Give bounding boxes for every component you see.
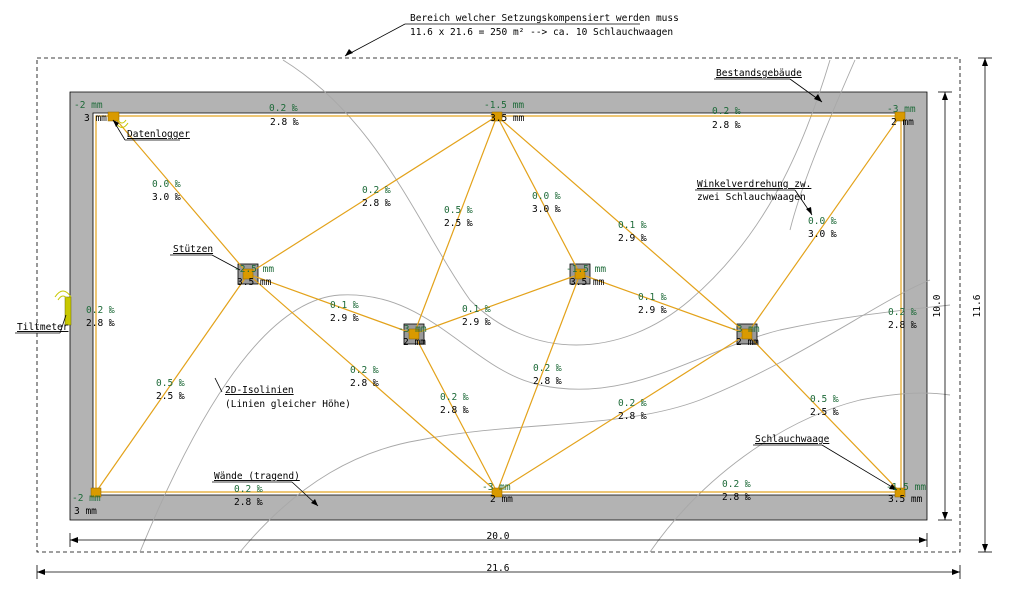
- rot-bottom: 2.8 ‰: [712, 120, 741, 131]
- rot-bottom: 2.8 ‰: [440, 405, 469, 416]
- sensor-c1-bottom: 3.5 mm: [237, 277, 272, 288]
- sensor-tr-top: -3 mm: [887, 104, 916, 115]
- rot-top: 0.2 ‰: [888, 307, 917, 318]
- area-title: Bereich welcher Setzungskompensiert werd…: [410, 13, 679, 24]
- tiltmeter-device: [64, 296, 72, 326]
- sensor-bm-top: -3 mm: [482, 482, 511, 493]
- rot-bottom: 2.8 ‰: [533, 376, 562, 387]
- annotation-arrowheads: [113, 49, 897, 506]
- rot-bottom: 2.5 ‰: [156, 391, 185, 402]
- rot-bottom: 2.9 ‰: [618, 233, 647, 244]
- sensor-c2-top: -1.5 mm: [566, 264, 606, 275]
- rot-top: 0.2 ‰: [712, 106, 741, 117]
- sensor-bl-top: -2 mm: [72, 493, 101, 504]
- rot-bottom: 2.8 ‰: [722, 492, 751, 503]
- isolines-label: 2D-Isolinien: [225, 385, 294, 396]
- rot-bottom: 3.0 ‰: [152, 192, 181, 203]
- compensation-area-outline: [36, 57, 961, 553]
- dim-outer-width: 21.6: [487, 563, 510, 574]
- rot-top: 0.2 ‰: [533, 363, 562, 374]
- rot-top: 0.0 ‰: [532, 191, 561, 202]
- sensor-tl-bottom: 3 mm: [84, 113, 107, 124]
- rot-top: 0.0 ‰: [152, 179, 181, 190]
- rot-bottom: 2.8 ‰: [888, 320, 917, 331]
- tiltmeter-signal-icon: [54, 290, 72, 301]
- hose-network: [95, 115, 901, 493]
- rot-top: 0.2 ‰: [722, 479, 751, 490]
- building-label: Bestandsgebäude: [716, 68, 802, 79]
- rot-top: 0.1 ‰: [618, 220, 647, 231]
- rot-bottom: 3.0 ‰: [808, 229, 837, 240]
- rot-top: 0.2 ‰: [618, 398, 647, 409]
- rot-bottom: 2.5 ‰: [444, 218, 473, 229]
- dimension-arrowheads: [37, 58, 988, 575]
- sensor-br-top: -1.5 mm: [886, 482, 926, 493]
- dim-outer-height: 11.6: [972, 294, 983, 317]
- rot-bottom: 2.8 ‰: [350, 378, 379, 389]
- sensor-br-bottom: 3.5 mm: [888, 494, 923, 505]
- sensor-tm-bottom: 3.5 mm: [490, 113, 525, 124]
- rot-top: 0.2 ‰: [86, 305, 115, 316]
- rot-top: 0.1 ‰: [462, 304, 491, 315]
- dimension-lines: [36, 57, 992, 579]
- rot-bottom: 2.8 ‰: [618, 411, 647, 422]
- rot-top: 0.5 ‰: [156, 378, 185, 389]
- rot-top: 0.2 ‰: [362, 185, 391, 196]
- hose-level-sensors: [90, 111, 906, 498]
- sensor-tm-top: -1.5 mm: [484, 100, 524, 111]
- rot-bottom: 3.0 ‰: [532, 204, 561, 215]
- rot-top: 0.0 ‰: [808, 216, 837, 227]
- rot-bottom: 2.8 ‰: [270, 117, 299, 128]
- rot-top: 0.2 ‰: [269, 103, 298, 114]
- sensor-c3-top: -3 mm: [398, 324, 427, 335]
- rot-bottom: 2.9 ‰: [330, 313, 359, 324]
- sensor-c2-bottom: 3.5 mm: [570, 277, 605, 288]
- sensor-tr-bottom: 2 mm: [891, 117, 914, 128]
- rot-bottom: 2.8 ‰: [362, 198, 391, 209]
- isolines-sublabel: (Linien gleicher Höhe): [225, 399, 351, 410]
- area-calc: 11.6 x 21.6 = 250 m² --> ca. 10 Schlauch…: [410, 27, 673, 38]
- load-bearing-walls: [69, 91, 928, 521]
- dim-inner-height: 10.0: [932, 294, 943, 317]
- rotation-readings: 0.2 ‰ 2.8 ‰ 0.2 ‰ 2.8 ‰ 0.0 ‰ 3.0 ‰ 0.2 …: [86, 103, 917, 508]
- datalogger-label: Datenlogger: [127, 129, 190, 140]
- sensor-bl-bottom: 3 mm: [74, 506, 97, 517]
- rot-bottom: 2.9 ‰: [462, 317, 491, 328]
- tiltmeter-label: Tiltmeter: [17, 322, 69, 333]
- rot-bottom: 2.5 ‰: [810, 407, 839, 418]
- rot-top: 0.5 ‰: [810, 394, 839, 405]
- walls-label: Wände (tragend): [214, 471, 300, 482]
- sensor-tl-top: -2 mm: [74, 100, 103, 111]
- rotation-label: Winkelverdrehung zw.: [697, 179, 811, 190]
- isolines: [139, 59, 951, 553]
- sensor-c1-top: -2.5 mm: [234, 264, 274, 275]
- annotation-leaders: [15, 23, 898, 507]
- sensor-c4-top: -3 mm: [731, 324, 760, 335]
- hose-level-label: Schlauchwaage: [755, 434, 830, 445]
- rot-bottom: 2.9 ‰: [638, 305, 667, 316]
- sensor-c3-bottom: 2 mm: [403, 337, 426, 348]
- sensor-readings: -2 mm 3 mm -1.5 mm 3.5 mm -3 mm 2 mm -2.…: [72, 100, 926, 517]
- dim-inner-width: 20.0: [487, 531, 510, 542]
- rot-top: 0.1 ‰: [330, 300, 359, 311]
- columns-label: Stützen: [173, 244, 213, 255]
- rot-bottom: 2.8 ‰: [86, 318, 115, 329]
- rot-top: 0.2 ‰: [350, 365, 379, 376]
- rotation-sublabel: zwei Schlauchwaagen: [697, 192, 806, 203]
- rot-top: 0.2 ‰: [440, 392, 469, 403]
- rot-top: 0.5 ‰: [444, 205, 473, 216]
- rot-top: 0.2 ‰: [234, 484, 263, 495]
- sensor-c4-bottom: 2 mm: [736, 337, 759, 348]
- rot-bottom: 2.8 ‰: [234, 497, 263, 508]
- sensor-bm-bottom: 2 mm: [490, 494, 513, 505]
- rot-top: 0.1 ‰: [638, 292, 667, 303]
